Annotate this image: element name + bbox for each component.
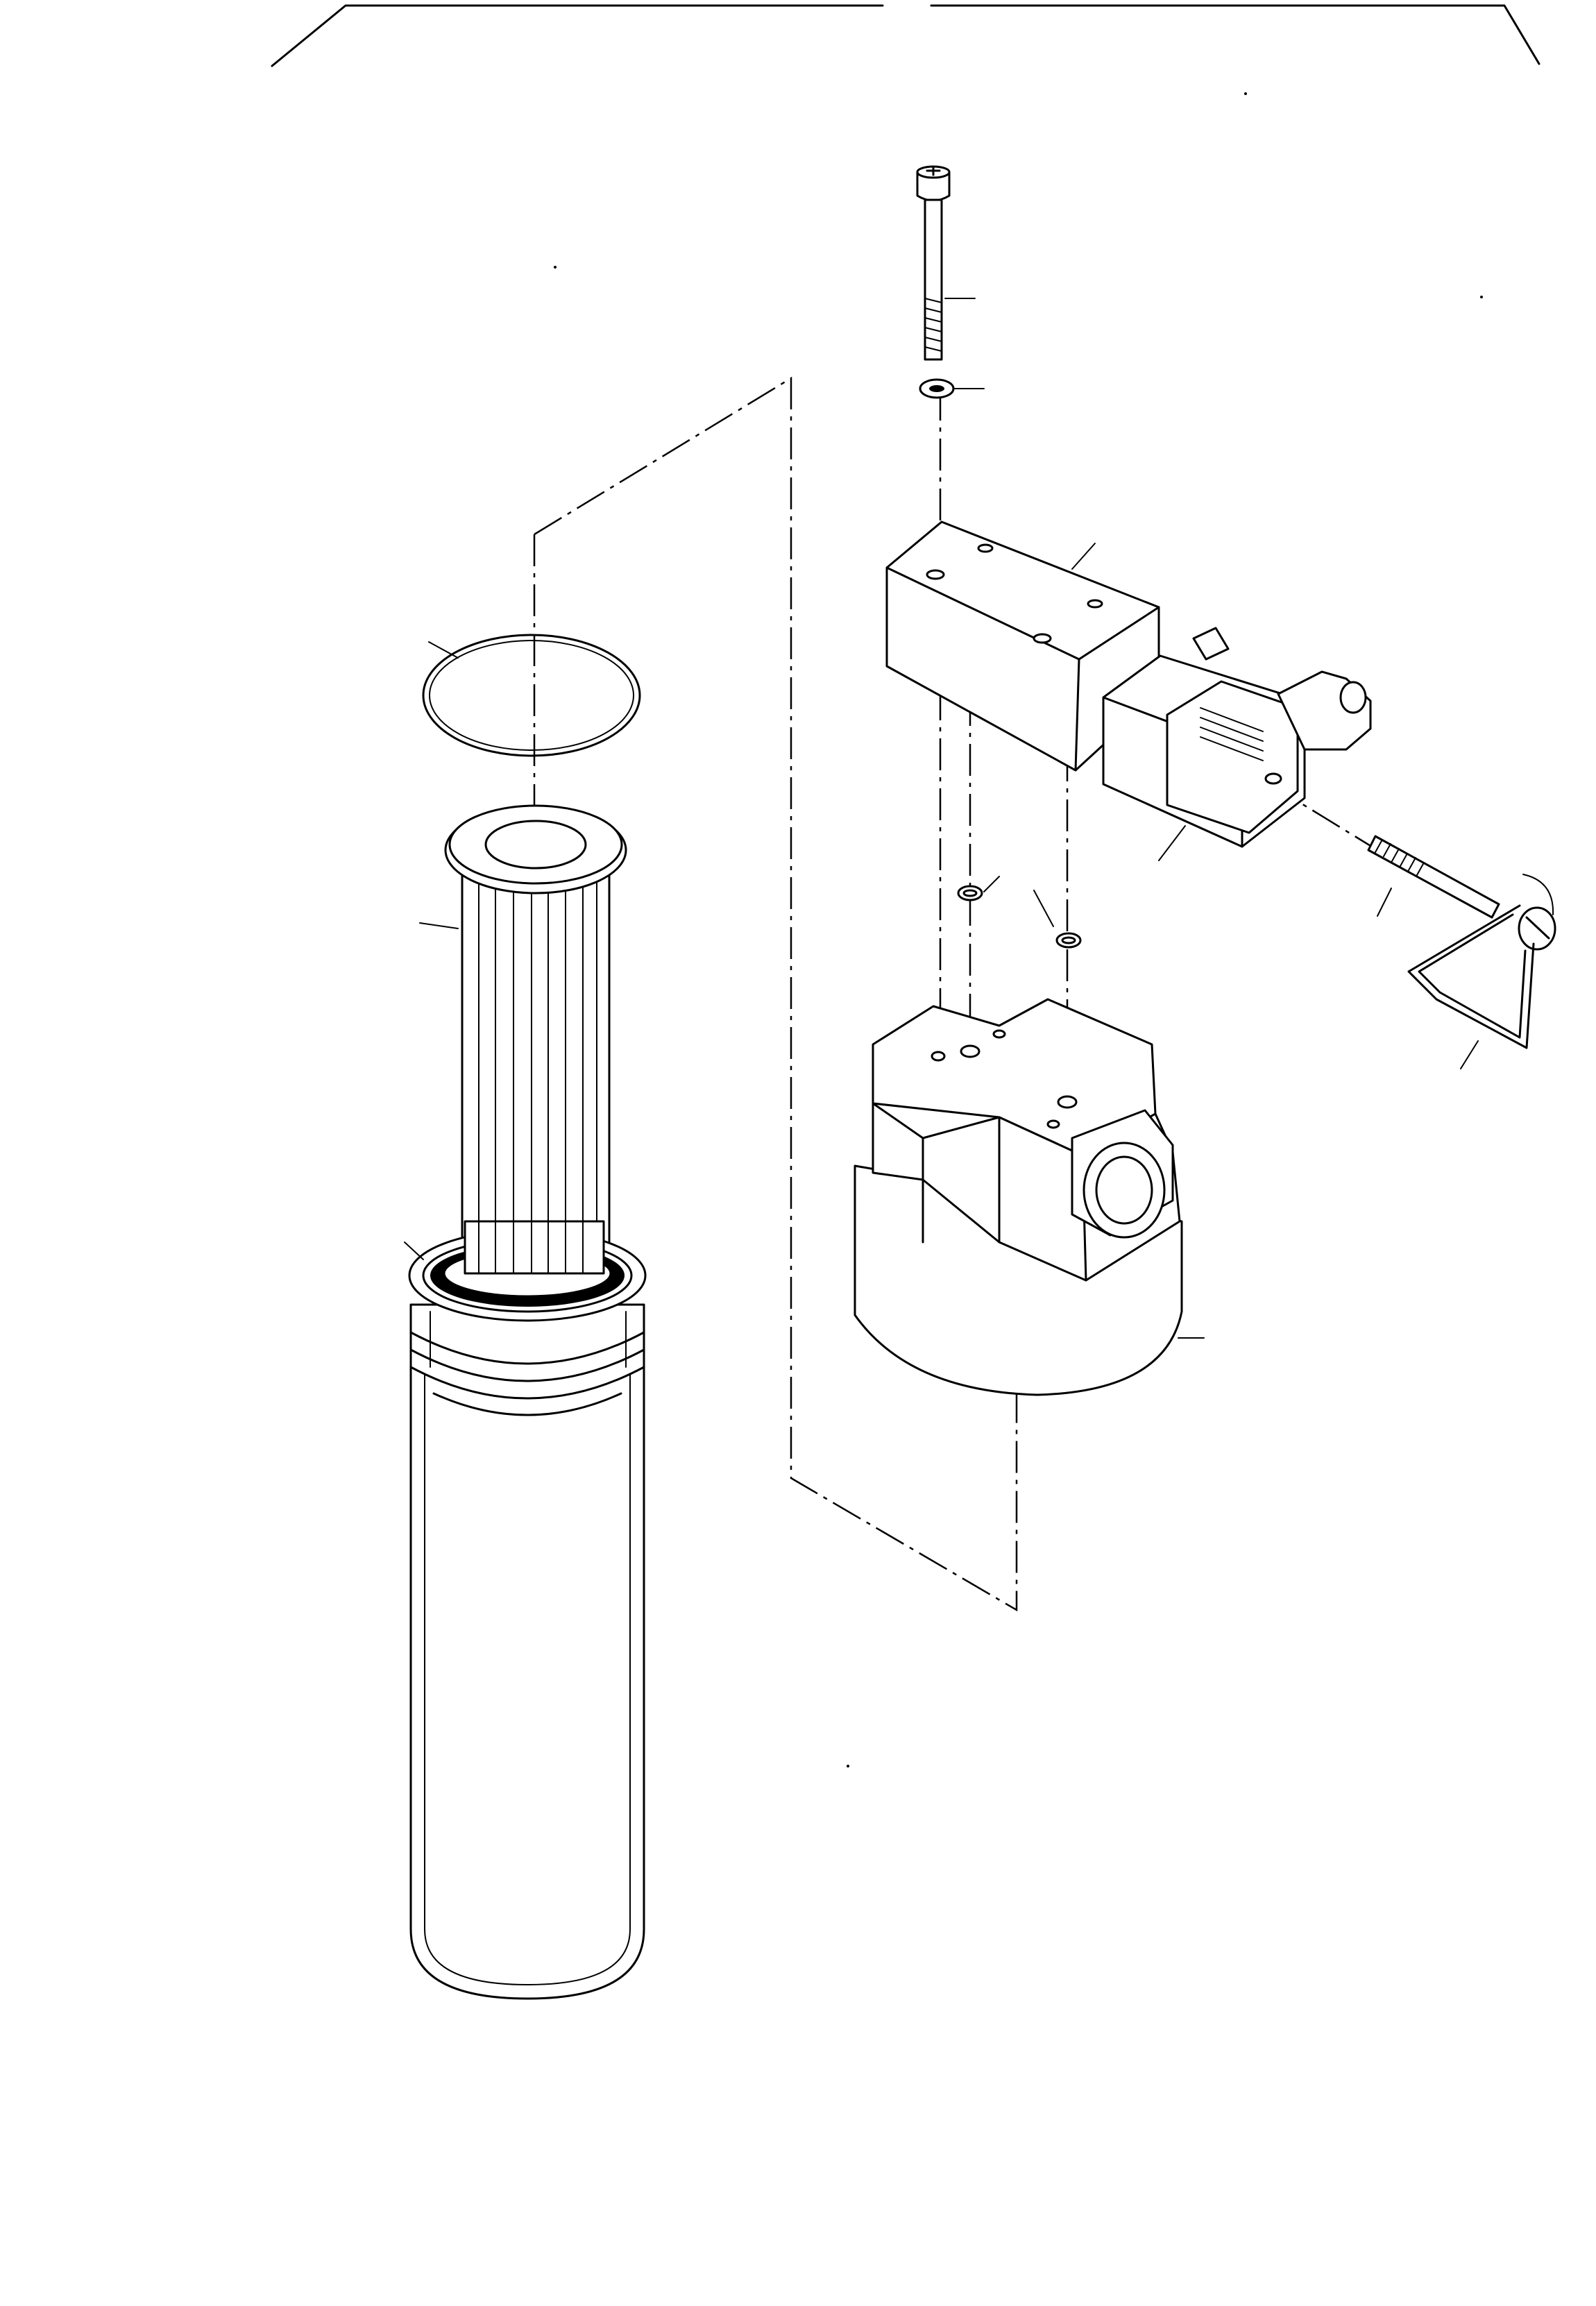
print-specks (554, 92, 1483, 1767)
bowl-seal (408, 1220, 647, 1322)
leader-valve-block (1071, 543, 1096, 570)
assembly-centerlines (533, 376, 1378, 1612)
o-ring-small-right (1055, 932, 1082, 949)
washer (919, 378, 955, 399)
page-frame (271, 4, 1540, 67)
bolt (916, 165, 951, 361)
leader-plug-screw (1377, 888, 1392, 917)
filter-bowl (409, 1303, 645, 2000)
leader-o-ring-left (983, 876, 1000, 892)
leader-o-ring-right (1033, 890, 1054, 927)
plug-screw (1367, 835, 1556, 951)
leader-bracket (1460, 1040, 1479, 1069)
connector-plug (1102, 627, 1372, 848)
leader-o-ring-large (428, 641, 459, 659)
leader-filter-element (419, 922, 459, 929)
leader-connector (1158, 825, 1186, 861)
bracket-clip (1407, 904, 1535, 1049)
o-ring-small-left (957, 885, 983, 901)
o-ring-large (422, 634, 641, 757)
filter-head (854, 998, 1183, 1396)
leader-bowl-seal (404, 1241, 424, 1260)
